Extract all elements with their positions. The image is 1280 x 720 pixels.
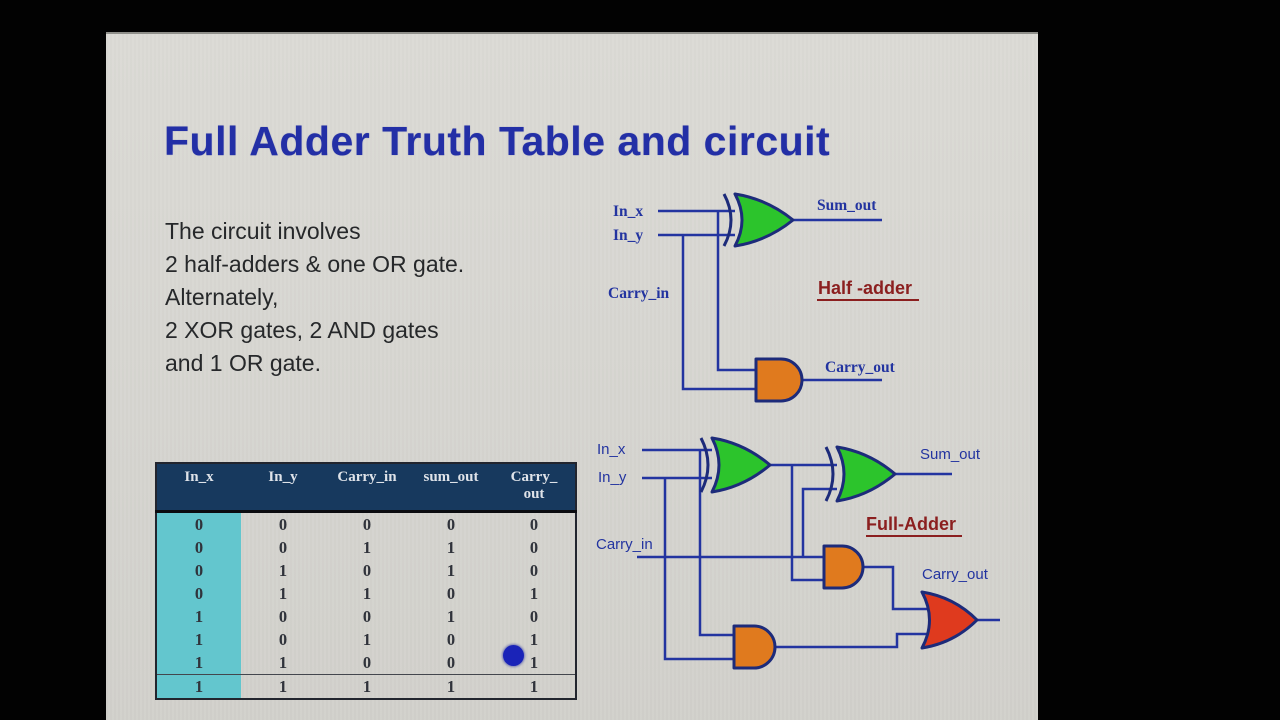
half-adder-diagram: In_x In_y Carry_in Sum_out Carry_out Hal…	[608, 192, 919, 403]
table-cell: 0	[362, 515, 372, 534]
table-cell: 1	[278, 584, 288, 603]
in-y-label: In_y	[613, 227, 643, 244]
table-cell: 1	[529, 653, 539, 672]
in-x-label: In_x	[613, 203, 643, 220]
or-gate	[920, 590, 979, 650]
column-header: In_y	[241, 463, 325, 513]
table-cell: 0	[446, 515, 456, 534]
table-cell: 0	[278, 630, 288, 649]
carry-in-label: Carry_in	[608, 285, 670, 302]
table-cell: 0	[529, 561, 539, 580]
table-cell: 0	[362, 561, 372, 580]
column-header: In_x	[156, 463, 241, 513]
description-text: The circuit involves 2 half-adders & one…	[165, 215, 464, 380]
and1-gate	[822, 544, 865, 590]
table-cell: 1	[241, 674, 325, 699]
table-cell: 0	[278, 607, 288, 626]
table-cell: 0	[529, 607, 539, 626]
table-cell: 1	[493, 674, 576, 699]
table-cell: 1	[529, 584, 539, 603]
table-row: 0 0 1 1 0	[156, 536, 576, 559]
full-adder-title: Full-Adder	[866, 514, 956, 534]
table-cell: 0	[446, 630, 456, 649]
carry-out-label: Carry_out	[825, 359, 896, 376]
table-cell: 1	[156, 628, 241, 651]
table-row: 0 1 1 0 1	[156, 582, 576, 605]
xor2-gate-back-arc	[824, 446, 835, 502]
and2-gate	[732, 624, 777, 670]
column-header: sum_out	[409, 463, 493, 513]
half-adder-wires	[658, 209, 882, 391]
table-row: 1 0 0 1 0	[156, 605, 576, 628]
description-line: and 1 OR gate.	[165, 350, 321, 376]
table-cell: 0	[278, 515, 288, 534]
description-line: The circuit involves	[165, 218, 361, 244]
table-cell: 0	[156, 582, 241, 605]
table-row: 0 0 0 0 0	[156, 511, 576, 536]
table-cell: 1	[278, 561, 288, 580]
table-cell: 1	[529, 630, 539, 649]
half-adder-title: Half -adder	[818, 278, 912, 298]
table-cell: 0	[156, 559, 241, 582]
table-cell: 0	[446, 653, 456, 672]
table-cell: 1	[409, 674, 493, 699]
slide: Full Adder Truth Table and circuit The c…	[106, 32, 1038, 720]
table-row: 1 0 1 0 1	[156, 628, 576, 651]
table-cell: 0	[156, 536, 241, 559]
carry-in-label: Carry_in	[596, 536, 653, 553]
pointer-dot	[503, 645, 524, 666]
table-cell: 1	[156, 605, 241, 628]
table-cell: 1	[446, 538, 456, 557]
sum-out-label: Sum_out	[920, 446, 981, 463]
description-line: 2 half-adders & one OR gate.	[165, 251, 465, 277]
table-cell: 0	[529, 515, 539, 534]
table-cell: 1	[156, 674, 241, 699]
table-cell: 0	[362, 607, 372, 626]
xor1-gate	[710, 436, 772, 494]
table-cell: 1	[325, 674, 409, 699]
table-cell: 1	[446, 607, 456, 626]
table-cell: 1	[362, 538, 372, 557]
table-cell: 0	[529, 538, 539, 557]
description-line: 2 XOR gates, 2 AND gates	[165, 317, 439, 343]
table-row: 1 1 0 0 1	[156, 651, 576, 675]
carry-out-label: Carry_out	[922, 566, 989, 583]
in-x-label: In_x	[597, 441, 626, 458]
xor1-gate-back-arc	[699, 437, 710, 493]
table-cell: 1	[278, 653, 288, 672]
description-line: Alternately,	[165, 284, 279, 310]
xor2-gate	[835, 445, 897, 503]
table-row: 0 1 0 1 0	[156, 559, 576, 582]
and-gate	[754, 357, 804, 403]
table-cell: 0	[446, 584, 456, 603]
table-cell: 0	[278, 538, 288, 557]
xor-gate	[733, 192, 795, 248]
sum-out-label: Sum_out	[817, 197, 877, 214]
table-cell: 0	[156, 511, 241, 536]
table-cell: 1	[446, 561, 456, 580]
page-title: Full Adder Truth Table and circuit	[164, 118, 831, 164]
column-header: Carry_out	[493, 463, 576, 513]
full-adder-wires	[637, 448, 1000, 661]
xor-gate-back-arc	[722, 193, 733, 247]
table-cell: 1	[362, 584, 372, 603]
column-header: Carry_in	[325, 463, 409, 513]
table-cell: 1	[156, 651, 241, 675]
full-adder-diagram: In_x In_y Carry_in Sum_out Carry_out Ful…	[596, 436, 1000, 670]
table-cell: 0	[362, 653, 372, 672]
table-cell: 1	[362, 630, 372, 649]
in-y-label: In_y	[598, 469, 627, 486]
